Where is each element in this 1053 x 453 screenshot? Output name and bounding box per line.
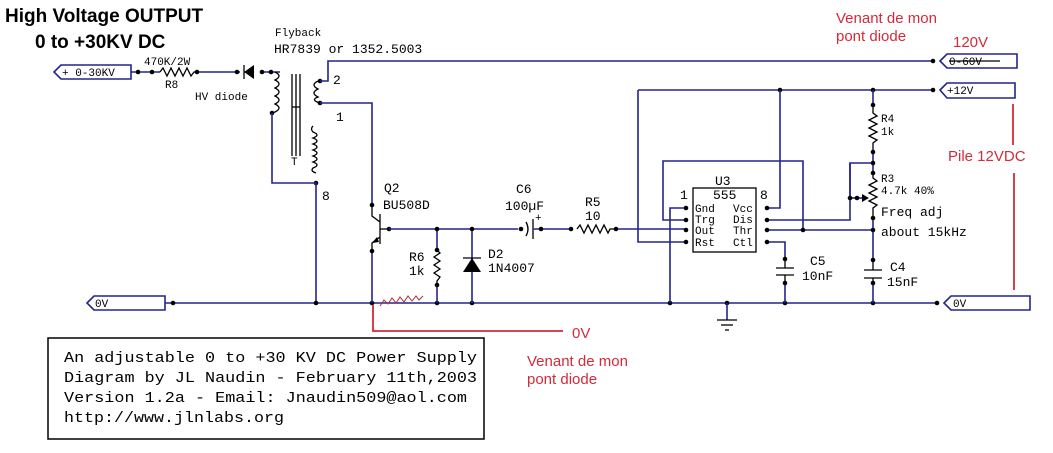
title-line1: High Voltage OUTPUT [5,6,203,27]
c6-value: 100µF [505,199,544,214]
supply-hv-label: 0-60V [949,57,982,69]
c4-capacitor [864,260,882,283]
c5-ref: C5 [810,254,826,269]
u3-type: 555 [713,188,736,203]
d2-diode [463,257,481,272]
battery-marker-line [1012,104,1015,290]
hv-output-label: + 0-30KV [62,68,115,80]
pin-thr: Thr [733,226,753,238]
pin-out: Out [695,226,715,238]
r5-resistor [576,223,616,235]
flyback-part: HR7839 or 1352.5003 [274,42,422,57]
info-box: An adjustable 0 to +30 KV DC Power Suppl… [47,337,485,440]
r5-ref: R5 [585,195,601,210]
r3-note2: about 15kHz [881,225,967,240]
hv-diode-label: HV diode [195,92,248,104]
gnd-left-connector: 0V [85,295,166,311]
r3-value: 4.7k 40% [881,186,934,198]
hv-diode [243,65,254,79]
c4-value: 15nF [887,275,918,290]
r4-ref: R4 [881,114,895,126]
q2-ref: Q2 [384,181,400,196]
u3-pin1: 1 [680,188,688,203]
r4-value: 1k [881,127,895,139]
title-line2: 0 to +30KV DC [35,32,166,53]
gnd-right-connector: 0V [942,295,1031,311]
u3-555-timer: U3 555 1 8 Gnd Trg Out Rst Vcc Dis Thr C… [680,174,768,253]
pin-8-label: 8 [322,189,330,204]
r3-note1: Freq adj [881,205,943,220]
battery-label: Pile 12VDC [948,148,1026,165]
r8-value: 470K/2W [144,57,191,69]
info-line-1: An adjustable 0 to +30 KV DC Power Suppl… [64,350,477,367]
flyback-transformer: T [271,71,321,174]
red-resistor-scribble [379,295,424,307]
core-label: T [291,157,298,169]
u3-pin8: 8 [760,188,768,203]
r8-ref: R8 [165,80,178,92]
top-note-line2: pont diode [836,28,906,45]
pin-rst: Rst [695,238,715,250]
bottom-note-line1: Venant de mon [527,353,628,370]
pin-vcc: Vcc [733,204,753,216]
pin-trg: Trg [695,215,715,227]
q2-value: BU508D [383,198,430,213]
r8-resistor [159,66,197,78]
gnd-right-label: 0V [953,299,967,311]
d2-value: 1N4007 [488,261,535,276]
gnd-left-label: 0V [95,299,109,311]
voltage-120-label: 120V [953,34,988,51]
ground-icon [717,303,737,331]
r4-resistor [867,105,879,152]
c4-ref: C4 [890,260,906,275]
r6-ref: R6 [409,250,425,265]
info-line-2: Diagram by JL Naudin - February 11th,200… [64,370,477,387]
q2-transistor [371,205,389,251]
top-note-line1: Venant de mon [836,10,937,27]
info-line-3: Version 1.2a - Email: Jnaudin509@aol.com [64,390,467,407]
pin-gnd: Gnd [695,204,715,216]
hv-output-connector: + 0-30KV [52,64,132,80]
pin-1-label: 1 [336,110,344,125]
bottom-0v-label: 0V [572,325,590,342]
c6-polarity: + [535,213,542,225]
r6-value: 1k [409,264,425,279]
supply-12v-label: +12V [947,86,974,98]
r3-potentiometer [867,173,879,218]
bottom-note-line2: pont diode [527,371,597,388]
c6-capacitor: + [525,213,542,239]
u3-ref: U3 [715,174,731,189]
bottom-0v-marker-line [372,305,563,332]
pin-2-label: 2 [333,73,341,88]
r3-ref: R3 [881,174,894,186]
d2-ref: D2 [488,247,504,262]
flyback-name: Flyback [275,28,322,40]
info-line-4: http://www.jlnlabs.org [64,410,284,427]
r6-resistor [432,249,442,285]
supply-hv-connector: 0-60V [938,53,1018,69]
r3-wiper-arrow [862,194,869,202]
c5-capacitor [776,259,794,283]
pin-dis: Dis [733,215,753,227]
c6-ref: C6 [516,182,532,197]
pin-ctl: Ctl [733,238,753,250]
c5-value: 10nF [802,269,833,284]
r5-value: 10 [585,209,601,224]
supply-12v-connector: +12V [938,82,1016,99]
